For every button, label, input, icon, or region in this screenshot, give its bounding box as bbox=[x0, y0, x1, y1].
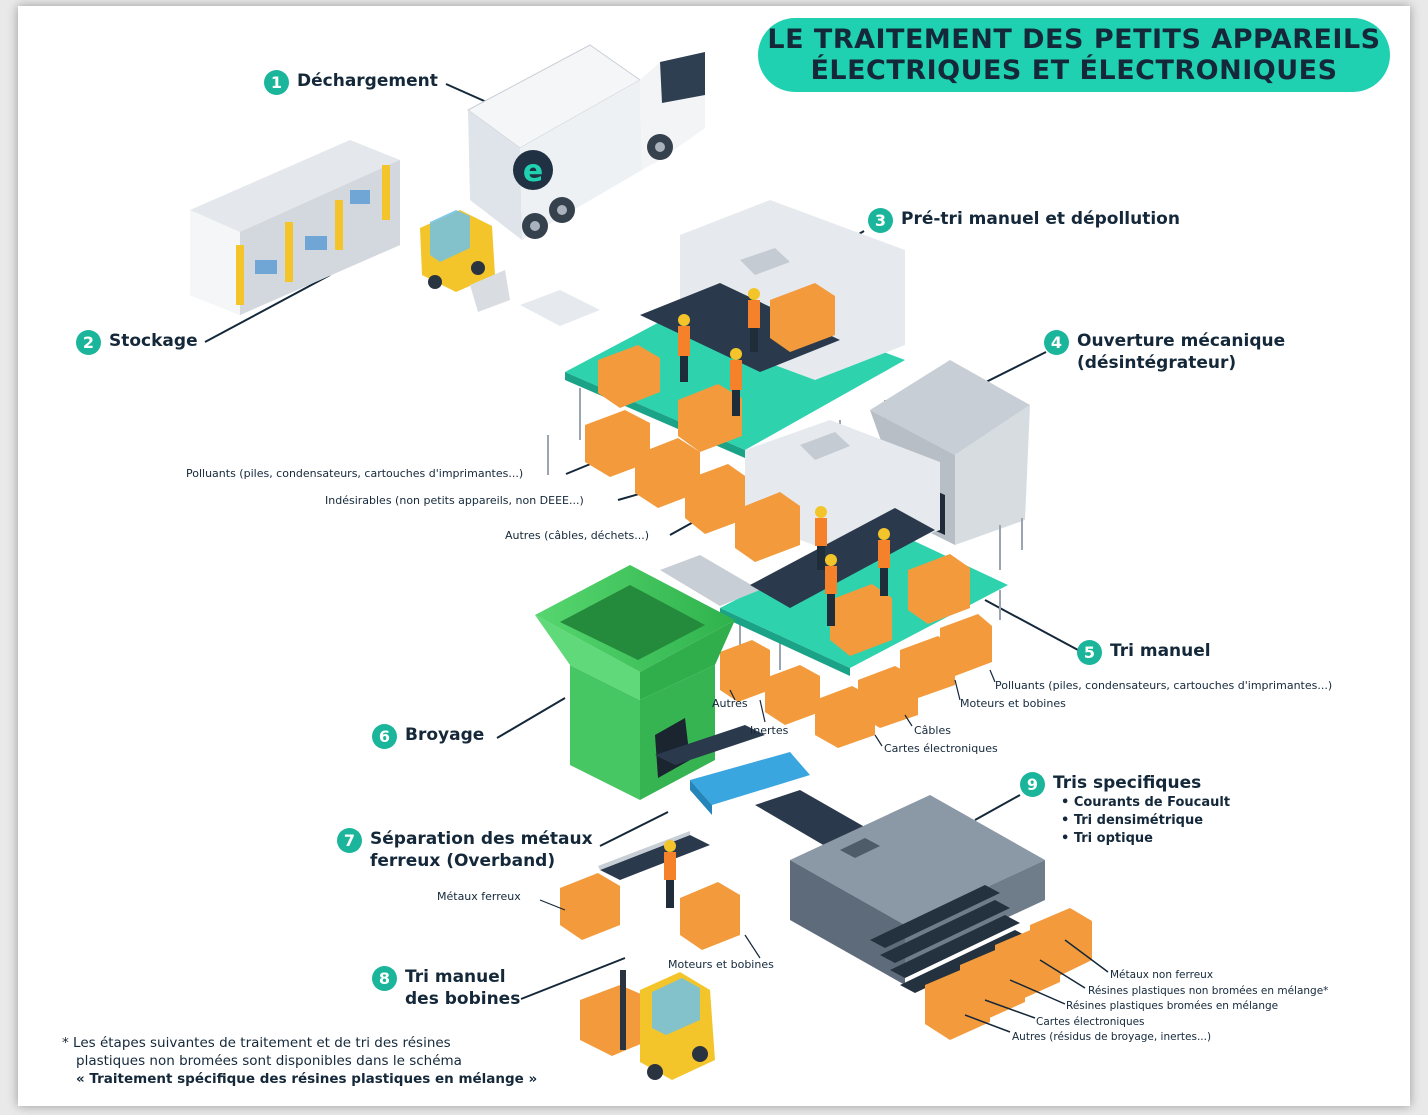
footnote-line-2: plastiques non bromées sont disponibles … bbox=[76, 1053, 462, 1069]
label-indesirables: Indésirables (non petits appareils, non … bbox=[325, 494, 584, 507]
step-9-item: • Tri optique bbox=[1061, 831, 1153, 846]
label-moteurs-step8: Moteurs et bobines bbox=[668, 958, 774, 971]
step-title: Tri manuel bbox=[1110, 641, 1211, 661]
label-inertes: Inertes bbox=[750, 724, 789, 737]
label-non-bromees: Résines plastiques non bromées en mélang… bbox=[1088, 985, 1329, 997]
label-autres-step3: Autres (câbles, déchets...) bbox=[505, 529, 650, 542]
label-bromees: Résines plastiques bromées en mélange bbox=[1066, 1000, 1279, 1012]
step-number: 1 bbox=[264, 70, 289, 95]
step-2: 2 Stockage bbox=[76, 330, 198, 355]
step-title: Tri manuel bbox=[405, 967, 506, 987]
footnote-line-1: * Les étapes suivantes de traitement et … bbox=[62, 1035, 451, 1051]
conveyors bbox=[598, 725, 870, 880]
step-title: Broyage bbox=[405, 725, 485, 745]
step-number: 3 bbox=[868, 208, 893, 233]
forklift-top bbox=[420, 210, 510, 312]
step-8: 8 Tri manuel des bobines bbox=[372, 966, 520, 1010]
step-9: 9 Tris specifiques • Courants de Foucaul… bbox=[1020, 772, 1230, 848]
step-title: Tris specifiques bbox=[1053, 773, 1202, 793]
step-number: 9 bbox=[1020, 772, 1045, 797]
storage-area bbox=[190, 140, 400, 315]
label-polluants-step5: Polluants (piles, condensateurs, cartouc… bbox=[995, 679, 1333, 692]
step-5: 5 Tri manuel bbox=[1077, 640, 1211, 665]
truck: e bbox=[467, 44, 705, 240]
step-number: 6 bbox=[372, 724, 397, 749]
step-title-line-2: des bobines bbox=[405, 989, 521, 1009]
footnote: * Les étapes suivantes de traitement et … bbox=[62, 1034, 537, 1088]
step-1: 1 Déchargement bbox=[264, 70, 438, 95]
footnote-line-3: « Traitement spécifique des résines plas… bbox=[76, 1071, 538, 1087]
label-cables: Câbles bbox=[914, 724, 951, 737]
worker-overband bbox=[664, 840, 676, 908]
step-title: Séparation des métaux bbox=[370, 829, 593, 849]
step-9-item: • Courants de Foucault bbox=[1061, 795, 1231, 810]
step-9-item: • Tri densimétrique bbox=[1061, 813, 1204, 828]
label-autres-step9: Autres (résidus de broyage, inertes...) bbox=[1012, 1031, 1212, 1043]
step-title-line-2: ferreux (Overband) bbox=[370, 851, 556, 871]
shredder-machine bbox=[535, 565, 735, 800]
truck-logo: e bbox=[523, 154, 543, 189]
step-number: 7 bbox=[337, 828, 362, 853]
step-number: 8 bbox=[372, 966, 397, 991]
title-line-2: ÉLECTRIQUES ET ÉLECTRONIQUES bbox=[810, 55, 1338, 86]
step-number: 5 bbox=[1077, 640, 1102, 665]
label-cartes-step9: Cartes électroniques bbox=[1036, 1016, 1145, 1028]
label-cartes-step5: Cartes électroniques bbox=[884, 742, 998, 755]
step-6: 6 Broyage bbox=[372, 724, 484, 749]
label-non-ferreux: Métaux non ferreux bbox=[1110, 969, 1214, 981]
step-title: Pré-tri manuel et dépollution bbox=[901, 209, 1180, 229]
label-moteurs-step5: Moteurs et bobines bbox=[960, 697, 1066, 710]
step-4: 4 Ouverture mécanique (désintégrateur) bbox=[1044, 330, 1285, 374]
title-line-1: LE TRAITEMENT DES PETITS APPAREILS bbox=[767, 24, 1381, 55]
step-title-line-2: (désintégrateur) bbox=[1077, 353, 1237, 373]
step-3: 3 Pré-tri manuel et dépollution bbox=[868, 208, 1180, 233]
pre-sort-platform bbox=[520, 200, 905, 534]
crates-step-7-8 bbox=[560, 873, 740, 950]
label-metaux-ferreux: Métaux ferreux bbox=[437, 890, 521, 903]
step-number: 2 bbox=[76, 330, 101, 355]
label-autres-step5: Autres bbox=[712, 697, 748, 710]
label-polluants-step3: Polluants (piles, condensateurs, cartouc… bbox=[186, 467, 524, 480]
forklift-bottom bbox=[580, 970, 715, 1080]
manual-sort-platform bbox=[660, 420, 1008, 748]
step-title: Stockage bbox=[109, 331, 198, 351]
step-title: Ouverture mécanique bbox=[1077, 331, 1286, 351]
small-leaders bbox=[539, 669, 996, 959]
title-banner: LE TRAITEMENT DES PETITS APPAREILS ÉLECT… bbox=[758, 18, 1390, 92]
step-7: 7 Séparation des métaux ferreux (Overban… bbox=[337, 828, 593, 872]
step-title: Déchargement bbox=[297, 71, 438, 91]
step-number: 4 bbox=[1044, 330, 1069, 355]
specific-sort-machine bbox=[790, 795, 1109, 1040]
